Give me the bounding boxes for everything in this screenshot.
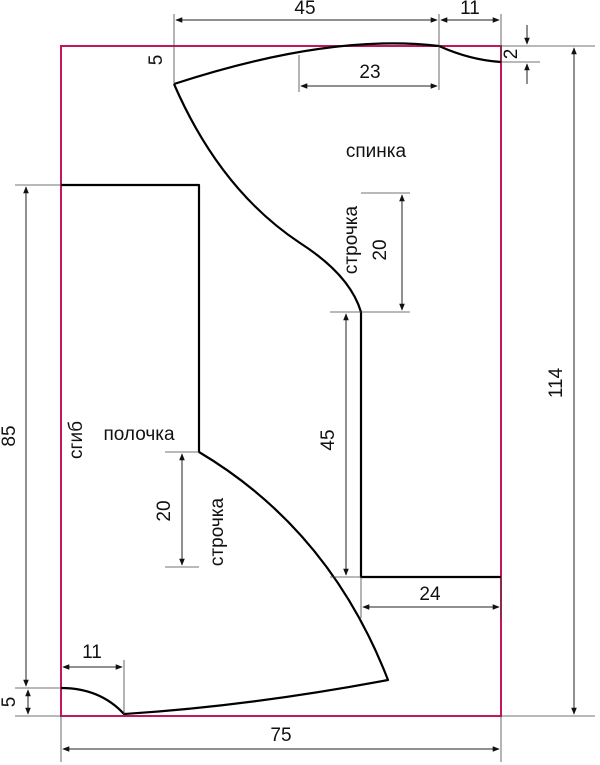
dim-top-width: 45 [294, 0, 315, 19]
dim-front-neck-depth: 5 [0, 697, 20, 708]
label-polochka: полочка [103, 424, 175, 445]
dim-back-shoulder: 23 [359, 62, 380, 83]
dim-back-stitch: 20 [370, 239, 391, 260]
dim-total-width: 75 [270, 725, 291, 746]
dimension-lines [23, 17, 577, 752]
dim-neck-depth: 2 [501, 49, 522, 60]
label-strochka-front: строчка [207, 498, 228, 567]
dim-shoulder-offset: 5 [146, 55, 167, 66]
dimension-labels: 45 11 2 5 23 20 45 24 114 85 20 11 5 75 [0, 0, 567, 746]
label-strochka-back: строчка [341, 206, 362, 275]
label-spinka: спинка [346, 141, 407, 162]
dim-total-height: 114 [546, 367, 567, 398]
front-piece-outline [60, 183, 390, 716]
back-piece-outline [172, 42, 502, 579]
extension-lines [15, 14, 595, 762]
dim-back-bottom: 24 [419, 584, 441, 605]
piece-labels: спинка полочка сгиб строчка строчка [66, 141, 407, 566]
dim-neck-width: 11 [460, 0, 480, 19]
dim-front-neck-width: 11 [82, 642, 102, 663]
label-sgib: сгиб [66, 421, 87, 459]
dim-front-stitch: 20 [154, 500, 175, 521]
outer-frame [60, 45, 502, 717]
dim-back-side: 45 [318, 429, 339, 450]
dim-front-height: 85 [0, 425, 20, 446]
